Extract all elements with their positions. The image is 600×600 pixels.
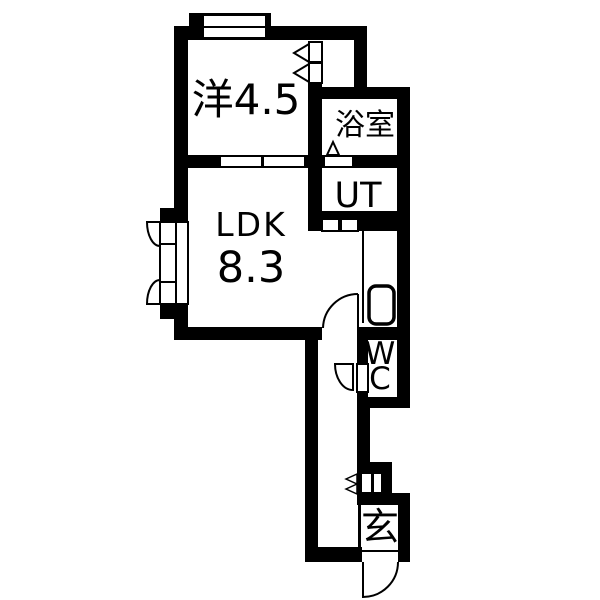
wall-ldk-bottom — [174, 327, 322, 340]
ut-door-panel-2-icon — [340, 218, 359, 232]
label-wc-c: C — [369, 361, 391, 397]
bath-door-arrow-icon — [325, 139, 341, 156]
closet-door-panel-2-icon — [308, 62, 323, 84]
sliding-door-panel-2-icon — [262, 155, 306, 168]
closet-fold-arrow-2-icon — [292, 62, 310, 84]
wall-wc-top — [359, 327, 410, 340]
wall-corridor-right — [357, 408, 370, 462]
wall-western-right — [308, 80, 322, 168]
wall-entrance-right — [398, 505, 410, 562]
wall-window-bump-bottom — [160, 304, 188, 319]
wall-closet-right — [354, 40, 367, 87]
wall-left-upper — [174, 26, 188, 210]
window-left-sash-top-icon — [159, 221, 177, 245]
sliding-door-panel-1-icon — [219, 155, 263, 168]
wall-corridor-left — [305, 340, 318, 562]
label-wc-w: W — [365, 336, 396, 372]
wall-bottom — [305, 547, 362, 562]
casement-swing-top-icon — [145, 221, 161, 248]
wc-door-arc-icon — [333, 363, 354, 392]
label-entrance: 玄 — [361, 505, 399, 549]
closet-fold-arrow-1-icon — [292, 42, 310, 64]
label-bathroom: 浴室 — [335, 108, 395, 143]
wall-entrance-top — [357, 493, 410, 505]
label-western-room: 洋4.5 — [192, 75, 301, 124]
entrance-step-edge-line — [358, 505, 361, 548]
ldk-door-arc-icon — [322, 293, 359, 329]
closet-door-panel-1-icon — [308, 41, 323, 63]
window-left-sash-bottom-icon — [159, 281, 177, 305]
label-utility: UT — [335, 176, 383, 216]
wall-wc-bottom — [357, 397, 410, 408]
casement-swing-bottom-icon — [145, 278, 161, 305]
entrance-opening — [362, 547, 398, 562]
bath-door-icon — [323, 155, 354, 168]
shoe-closet-arrow-2-icon — [344, 482, 358, 496]
wall-bath-top — [322, 87, 410, 99]
wall-window-bump-top — [160, 208, 188, 224]
shoe-closet-arrow-1-icon — [344, 472, 358, 486]
symbols — [145, 26, 399, 599]
ut-door-panel-1-icon — [321, 218, 340, 232]
shoe-closet-panel-2-icon — [372, 472, 383, 494]
wc-door-panel-icon — [356, 363, 369, 393]
wall-right-main — [397, 87, 410, 408]
entrance-door-arc-icon — [362, 561, 399, 599]
label-ldk: LDK — [215, 205, 286, 244]
label-ldk-area: 8.3 — [217, 243, 285, 293]
kitchen-sink-icon — [367, 284, 396, 326]
shoe-closet-panel-1-icon — [360, 472, 373, 494]
